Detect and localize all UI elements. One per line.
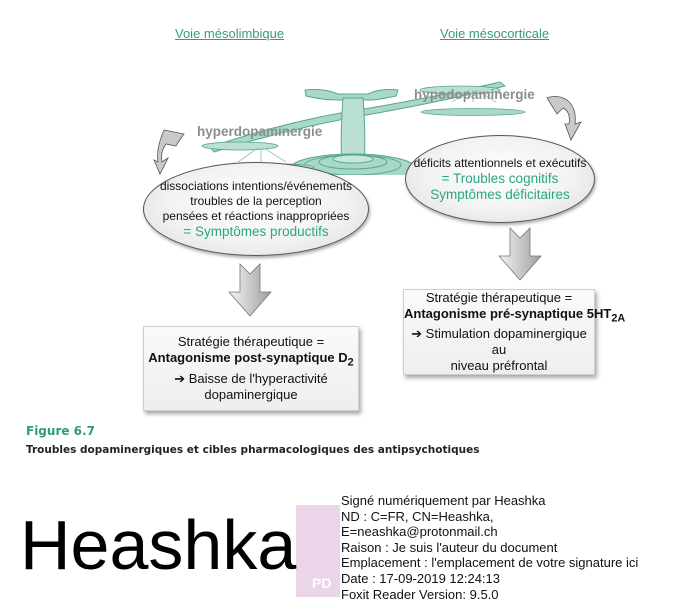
figure-caption: Troubles dopaminergiques et cibles pharm…	[26, 444, 480, 456]
signature-software: Foxit Reader Version: 9.5.0	[341, 586, 499, 602]
ellipse-line: dissociations intentions/événements	[159, 178, 353, 193]
signature-details: Signé numériquement par Heashka ND : C=F…	[341, 493, 638, 602]
strategy-title: Stratégie thérapeutique =	[177, 334, 325, 350]
strategy-title: Stratégie thérapeutique =	[425, 289, 573, 305]
signature-signed-by: Signé numériquement par Heashka	[341, 493, 546, 508]
receptor-subscript: 2	[347, 356, 354, 369]
productive-symptoms-label: = Symptômes productifs	[183, 223, 329, 239]
signature-location: Emplacement : l'emplacement de votre sig…	[341, 555, 639, 571]
ellipse-line: déficits attentionnels et exécutifs	[413, 155, 587, 170]
deficit-symptoms-label: Symptômes déficitaires	[430, 186, 570, 202]
signature-reason: Raison : Je suis l'auteur du document	[341, 539, 558, 555]
strategy-effect-cont: niveau préfrontal	[450, 358, 548, 374]
down-arrow-left-icon	[228, 263, 272, 317]
down-arrow-right-icon	[498, 227, 542, 281]
signature-dn: ND : C=FR, CN=Heashka,	[341, 508, 494, 524]
figure-number: Figure 6.7	[26, 424, 95, 438]
scale-beam	[209, 81, 507, 153]
hypodopaminergia-label: hypodopaminergie	[414, 87, 535, 102]
scale-right-pan	[420, 108, 526, 116]
pathway-mesolimbic-label: Voie mésolimbique	[175, 26, 285, 41]
signature-name: Heashka	[20, 506, 297, 584]
scale-top	[304, 89, 399, 101]
curved-arrow-left-icon	[153, 129, 185, 175]
antagonism-text: Antagonisme post-synaptique D	[148, 350, 348, 366]
antagonism-text: Antagonisme pré-synaptique 5HT	[404, 305, 612, 321]
ellipse-line: pensées et réactions inappropriées	[162, 208, 350, 223]
strategy-box-d2: Stratégie thérapeutique = Antagonisme po…	[143, 326, 359, 411]
ellipse-line: troubles de la perception	[190, 193, 322, 208]
cognitive-disorders-label: = Troubles cognitifs	[441, 170, 559, 186]
pathway-mesocortical-label: Voie mésocorticale	[440, 26, 550, 41]
curved-arrow-right-icon	[546, 96, 582, 141]
strategy-effect-cont: dopaminergique	[204, 386, 298, 402]
strategy-box-5ht2a: Stratégie thérapeutique = Antagonisme pr…	[403, 289, 625, 375]
productive-symptoms-ellipse: dissociations intentions/événements trou…	[143, 162, 369, 256]
strategy-antagonism: Antagonisme pré-synaptique 5HT2A	[404, 306, 625, 327]
pdf-logo-watermark: PD	[296, 505, 340, 597]
signature-date: Date : 17-09-2019 12:24:13	[341, 570, 501, 586]
scale-base-ring-4	[332, 154, 374, 164]
strategy-antagonism: Antagonisme post-synaptique D2	[144, 350, 358, 371]
deficit-symptoms-ellipse: déficits attentionnels et exécutifs = Tr…	[405, 135, 595, 223]
strategy-effect: ➔ Stimulation dopaminergique au	[411, 326, 587, 358]
receptor-subscript: 2A	[611, 312, 626, 325]
signature-email: E=neashka@protonmail.ch	[341, 524, 498, 540]
pdf-logo-text: PD	[312, 575, 332, 591]
scale-left-tip	[201, 141, 279, 151]
strategy-effect: ➔ Baisse de l'hyperactivité	[174, 370, 328, 386]
hyperdopaminergia-label: hyperdopaminergie	[197, 124, 323, 139]
